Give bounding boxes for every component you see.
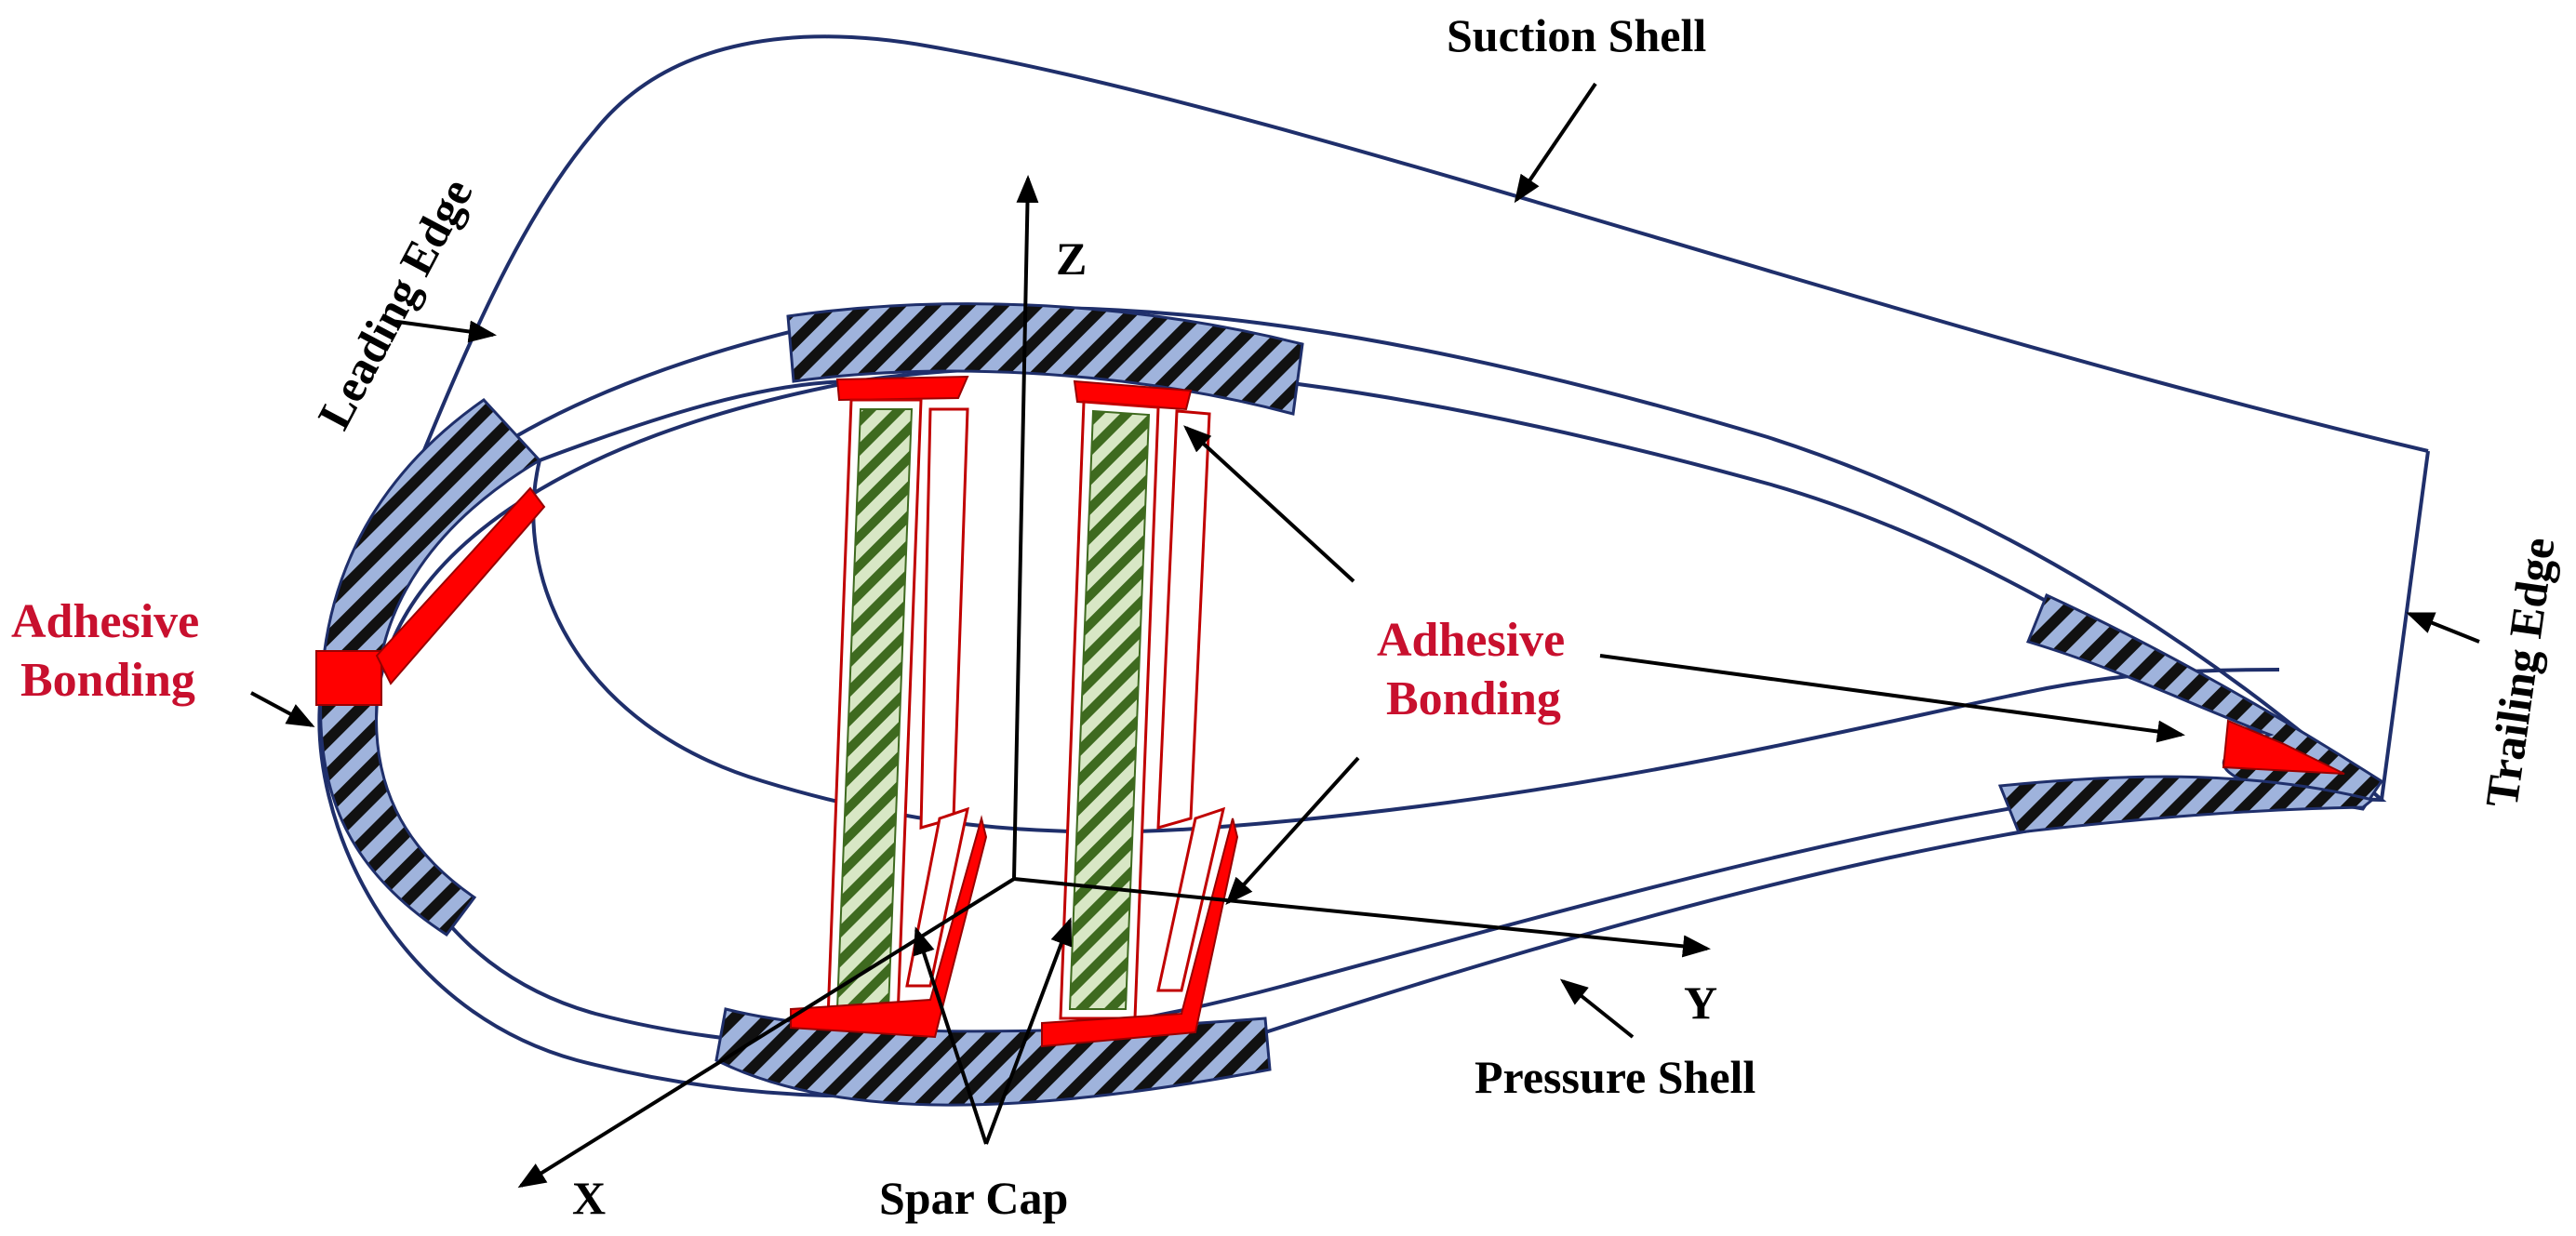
adhesive-left-arrow: [250, 691, 315, 727]
spar-cap-arrow-left: [913, 926, 988, 1145]
airfoil-inner-boundary: [374, 365, 2332, 1048]
adhesive-center-arrow-top: [1183, 425, 1355, 583]
top-spar-cap-laminate: [786, 302, 1304, 416]
trailing-edge-line: [2380, 450, 2430, 801]
adhesive-bonding-center-label-line2: Bonding: [1386, 672, 1561, 725]
leading-edge-adhesive: [315, 650, 382, 706]
pressure-shell-arrow: [1559, 978, 1635, 1039]
spar-cap-arrow-right: [984, 917, 1073, 1145]
adhesive-center-arrow-right: [1599, 654, 2185, 743]
trailing-edge-adhesive: [2222, 719, 2345, 775]
spar-cap-label: Spar Cap: [879, 1172, 1068, 1224]
trailing-edge-laminate-bottom: [1997, 775, 2376, 834]
axis-z-label: Z: [1056, 233, 1087, 285]
leading-edge-label: Leading Edge: [307, 170, 482, 438]
inner-web-top-line: [539, 379, 857, 462]
top-adhesive-pad-left: [835, 375, 969, 402]
adhesive-bonding-center-label-line1: Adhesive: [1377, 614, 1565, 667]
trailing-edge-label: Trailing Edge: [2475, 534, 2564, 810]
adhesive-bonding-left-label-line1: Adhesive: [11, 595, 199, 648]
shear-web-2-flange: [1156, 409, 1211, 831]
adhesive-bonding-left-label-line2: Bonding: [20, 654, 195, 707]
pressure-shell-label: Pressure Shell: [1475, 1051, 1755, 1103]
axis-x-label: X: [572, 1172, 606, 1224]
suction-shell-outline: [319, 34, 2429, 694]
trailing-edge-arrow: [2406, 612, 2480, 644]
bottom-web-bracket-right: [1041, 817, 1239, 1048]
adhesive-center-arrow-bottom: [1225, 756, 1360, 905]
suction-shell-arrow: [1514, 82, 1597, 204]
shear-web-2-core: [1068, 409, 1151, 1010]
bottom-web-bracket-right-face: [1156, 806, 1226, 992]
leading-edge-web: [375, 486, 546, 685]
y-axis: [1013, 877, 1711, 958]
axis-y-label: Y: [1684, 977, 1717, 1029]
leading-edge-arrow: [390, 319, 497, 343]
leading-edge-laminate: [319, 398, 542, 937]
z-axis: [1012, 175, 1039, 880]
airfoil-outer-boundary: [317, 305, 2387, 1098]
bottom-web-bracket-left: [790, 815, 988, 1039]
suction-shell-label: Suction Shell: [1447, 9, 1706, 61]
inner-ellipse-line: [531, 459, 1210, 834]
shear-web-1-flange: [919, 407, 969, 831]
